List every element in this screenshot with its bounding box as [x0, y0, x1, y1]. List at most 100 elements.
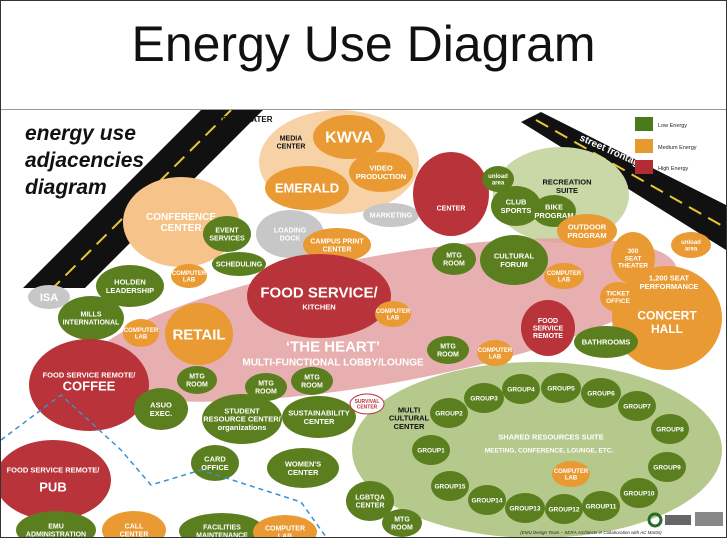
the-heart: ‘THE HEART’ [286, 338, 380, 355]
mills-international-shape [58, 296, 124, 340]
food-service-kitchen: FOOD SERVICE/ [247, 254, 391, 338]
womens-center-shape [267, 448, 339, 488]
computer-lab-mid-right-shape [544, 263, 584, 289]
campus-print-center-shape [303, 228, 371, 262]
food-service-remote-pub-shape [1, 440, 111, 520]
group-12-shape [545, 494, 583, 524]
group-6-shape [581, 378, 621, 408]
street-road-stripe [535, 119, 726, 229]
call-center-shape [102, 511, 166, 537]
group-10-shape [620, 478, 658, 508]
shared-resources-suite: SHARED RESOURCES SUITE [498, 433, 603, 442]
legend: Low Energy Medium Energy High Energy [635, 117, 697, 174]
group-12: GROUP12 [545, 494, 583, 524]
club-sports-shape [491, 186, 541, 226]
the-heart-label: ‘THE HEART’ [286, 338, 380, 355]
scheduling-label: SCHEDULING [216, 261, 263, 268]
group-3-label: GROUP3 [470, 395, 498, 402]
pub-label: PUB [39, 480, 66, 495]
lobby-lounge-label: MULTI-FUNCTIONAL LOBBY/LOUNGE [242, 358, 424, 369]
isa-shape [28, 285, 70, 309]
page-title: Energy Use Diagram [131, 16, 596, 72]
computer-lab-center-shape [375, 301, 411, 327]
heading-line-1: energy use [25, 122, 136, 145]
group-9-label: GROUP9 [653, 464, 681, 471]
holden-leadership-shape [96, 265, 164, 307]
isa: ISA [28, 285, 70, 309]
legend-swatch-medium [635, 139, 653, 153]
group-10: GROUP10 [620, 478, 658, 508]
group-13-label: GROUP13 [509, 505, 540, 512]
concert-hall-bubble-shape [612, 266, 722, 370]
lgbtqa-center-shape [346, 481, 394, 521]
legend-label-medium: Medium Energy [658, 145, 697, 151]
card-office-shape [191, 445, 239, 481]
group-7-label: GROUP7 [623, 403, 651, 410]
marketing: MARKETING [363, 203, 419, 227]
shared-resources-sub: MEETING, CONFERENCE, LOUNGE, ETC. [485, 447, 614, 454]
group-7: GROUP7 [618, 391, 656, 421]
computer-lab-bottom-shape [253, 515, 317, 537]
emerald-label: EMERALD [275, 181, 339, 196]
group-14-shape [468, 485, 506, 515]
craft-center-bubble: CENTER [413, 152, 489, 236]
group-5-label: GROUP5 [547, 385, 575, 392]
group-8-shape [651, 414, 689, 444]
logos [647, 512, 723, 528]
cultural-forum-shape [480, 235, 548, 285]
mtg-room-3-shape [291, 367, 333, 395]
computer-lab-left-top-shape [171, 264, 207, 288]
food-service-remote-coffee-label: FOOD SERVICE REMOTE/ [43, 371, 137, 380]
legend-label-low: Low Energy [658, 123, 687, 129]
food-service-remote-pub: FOOD SERVICE REMOTE/ [1, 440, 111, 520]
dashed-boundary-left [1, 394, 327, 537]
group-11: GROUP11 [582, 491, 620, 521]
kwva: KWVA [313, 115, 385, 159]
amphitheater-label: AMPHITHEATER [210, 115, 273, 124]
event-services-shape [203, 216, 251, 252]
retail: RETAIL [165, 303, 233, 365]
kwva-shape [313, 115, 385, 159]
dashed-boundaries [1, 394, 327, 537]
legend-swatch-low [635, 117, 653, 131]
marketing-label: MARKETING [370, 212, 413, 219]
coffee: COFFEE [63, 379, 116, 394]
group-9-shape [648, 452, 686, 482]
isa-label: ISA [40, 292, 58, 304]
outdoor-program-shape [557, 214, 617, 248]
logo-acmartin [695, 512, 723, 526]
